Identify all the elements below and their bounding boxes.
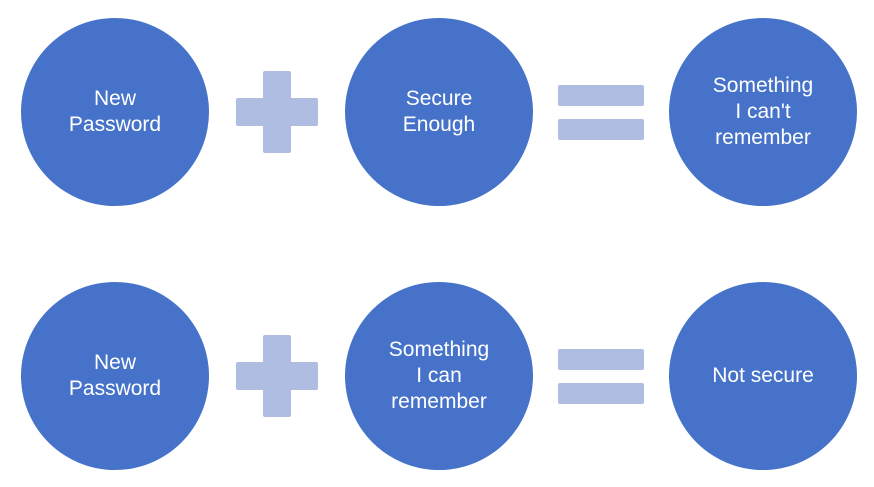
plus-icon: [236, 335, 318, 417]
equals-icon: [558, 84, 644, 140]
equals-bottom-bar: [558, 118, 644, 140]
equals-top-bar: [558, 348, 644, 370]
circle-not-secure: Not secure: [669, 282, 857, 470]
operator-slot: [209, 335, 345, 417]
equals-bottom-bar: [558, 382, 644, 404]
circle-something-i-cant-remember: Something I can't remember: [669, 18, 857, 206]
equals-icon: [558, 348, 644, 404]
operator-slot: [533, 348, 669, 404]
circle-secure-enough: Secure Enough: [345, 18, 533, 206]
equals-top-bar: [558, 84, 644, 106]
equation-row-2: New Password Something I can remember No…: [0, 282, 874, 470]
operator-slot: [209, 71, 345, 153]
plus-icon: [236, 71, 318, 153]
circle-new-password: New Password: [21, 282, 209, 470]
operator-slot: [533, 84, 669, 140]
plus-vertical-bar: [263, 71, 291, 153]
circle-new-password: New Password: [21, 18, 209, 206]
circle-something-i-can-remember: Something I can remember: [345, 282, 533, 470]
plus-vertical-bar: [263, 335, 291, 417]
equation-row-1: New Password Secure Enough Something I c…: [0, 18, 874, 206]
